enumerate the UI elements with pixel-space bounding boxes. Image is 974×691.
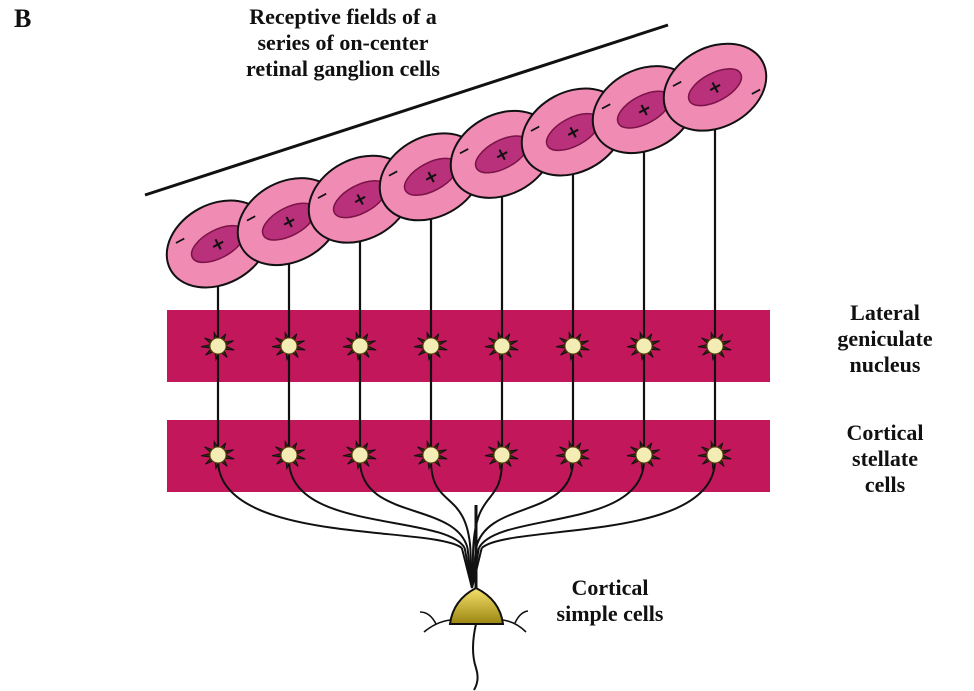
simple-label-line-1: Cortical <box>510 575 710 601</box>
stellate-label-line-1: Cortical <box>800 420 970 446</box>
simple-cell-dendrite-left <box>420 612 450 632</box>
title-line-3: retinal ganglion cells <box>168 56 518 82</box>
neuron-soma <box>494 338 510 354</box>
title-line-2: series of on-center <box>168 30 518 56</box>
neuron-soma <box>352 338 368 354</box>
neuron-soma <box>636 447 652 463</box>
neuron-soma <box>636 338 652 354</box>
neuron-soma <box>707 338 723 354</box>
neuron-soma <box>565 338 581 354</box>
neuron-soma <box>423 447 439 463</box>
title-label: Receptive fields of a series of on-cente… <box>168 4 518 82</box>
neuron-soma <box>281 447 297 463</box>
stellate-band <box>167 420 770 492</box>
neuron-soma <box>281 338 297 354</box>
lgn-band <box>167 310 770 382</box>
simple-cell-axon <box>473 624 478 690</box>
lgn-label-line-1: Lateral <box>800 300 970 326</box>
lgn-label-line-3: nucleus <box>800 352 970 378</box>
neuron-soma <box>707 447 723 463</box>
simple-label-line-2: simple cells <box>510 601 710 627</box>
title-line-1: Receptive fields of a <box>168 4 518 30</box>
simple-cell-label: Cortical simple cells <box>510 575 710 627</box>
neuron-soma <box>352 447 368 463</box>
simple-cell-body <box>450 588 503 624</box>
panel-letter: B <box>14 6 31 32</box>
neuron-soma <box>423 338 439 354</box>
neuron-soma <box>210 338 226 354</box>
stellate-label: Cortical stellate cells <box>800 420 970 498</box>
neuron-soma <box>494 447 510 463</box>
neuron-soma <box>210 447 226 463</box>
lgn-label: Lateral geniculate nucleus <box>800 300 970 378</box>
stellate-label-line-3: cells <box>800 472 970 498</box>
stellate-label-line-2: stellate <box>800 446 970 472</box>
neuron-soma <box>565 447 581 463</box>
lgn-label-line-2: geniculate <box>800 326 970 352</box>
